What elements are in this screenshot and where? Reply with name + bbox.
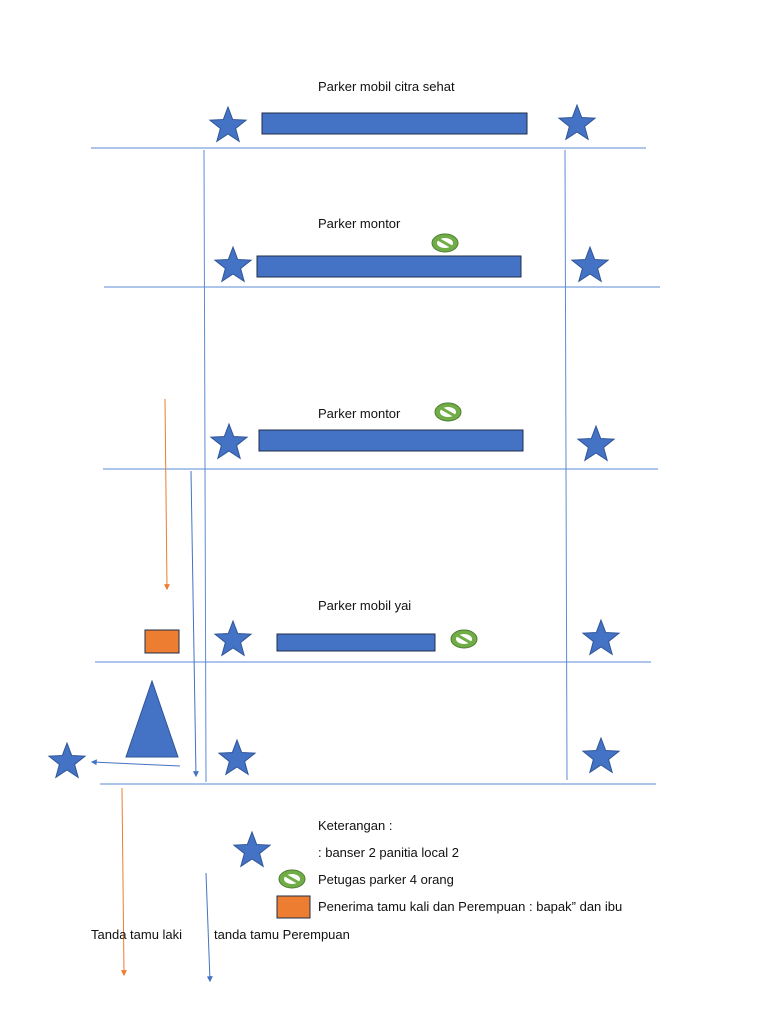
parking-bars [256,112,528,652]
receptionist-box [144,629,180,654]
zone-label-4: Parker mobil yai [318,598,411,613]
legend-star-icon [232,830,272,868]
parking-bar-2 [256,255,522,278]
star-icon [576,424,616,462]
star-icon [557,103,597,141]
blue-arrow-down [190,470,199,778]
v-line-left [203,149,207,783]
blue-arrow-left [90,759,181,767]
parking-bar-1 [261,112,528,135]
star-icon [213,619,253,657]
star-icon [209,422,249,460]
star-icon [208,105,248,143]
orange-arrow-top [163,398,170,591]
legend-title: Keterangan : [318,818,392,833]
orange-arrow-bottom [120,787,127,977]
blue-arrow-bottom [205,872,213,983]
female-guest-label: tanda tamu Perempuan [214,927,350,942]
no-sign-icon [431,233,459,253]
parking-bar-3 [258,429,524,452]
star-icon [570,245,610,283]
stars [47,103,621,868]
star-icon [47,741,87,779]
no-sign-icon [434,402,462,422]
star-icon [213,245,253,283]
legend-parking-text: Petugas parker 4 orang [318,872,454,887]
legend-receptionist-text: Penerima tamu kali dan Perempuan : bapak… [318,899,622,914]
star-icon [581,618,621,656]
zone-label-1: Parker mobil citra sehat [318,79,455,94]
arrows [90,398,213,983]
zone-label-3: Parker montor [318,406,401,421]
star-icon [217,738,257,776]
male-guest-label: Tanda tamu laki [91,927,182,942]
vertical-lines [203,149,568,783]
legend-star-text: : banser 2 panitia local 2 [318,845,459,860]
parking-officers [278,233,478,889]
no-sign-icon [450,629,478,649]
parking-bar-4 [276,633,436,652]
star-icon [581,736,621,774]
legend-no-sign-icon [278,869,306,889]
horizontal-lines [91,147,660,785]
zone-label-2: Parker montor [318,216,401,231]
triangle-sign [125,679,179,758]
legend-receptionist-box [276,895,311,919]
v-line-right [564,149,568,781]
